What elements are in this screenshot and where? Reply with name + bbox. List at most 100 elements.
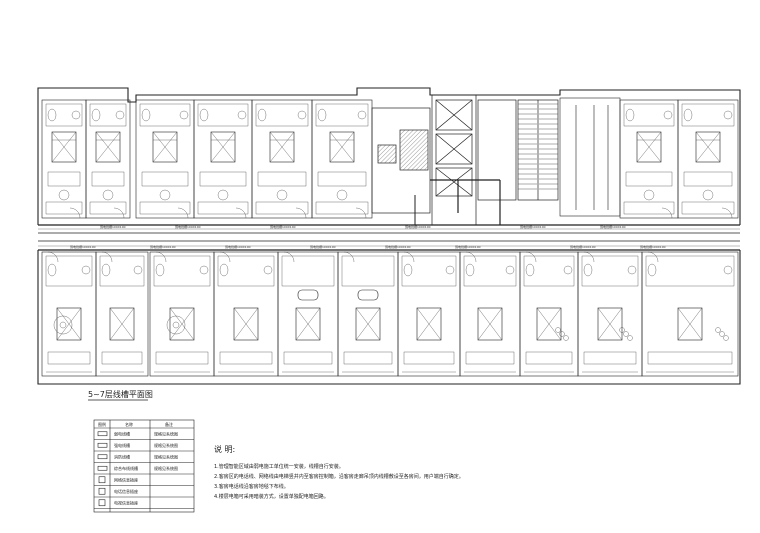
room-wall <box>519 251 579 377</box>
sofa <box>403 351 455 365</box>
basin <box>115 110 125 120</box>
bed <box>152 131 178 163</box>
toilet <box>155 263 165 277</box>
basin <box>663 110 673 120</box>
legend-name: 强电线槽 <box>114 442 130 448</box>
guest-room <box>577 251 643 377</box>
corridor-label: 弱电线槽100X100 <box>150 244 176 249</box>
bathroom <box>89 103 127 127</box>
corridor-label: 弱电线槽100X100 <box>520 224 546 229</box>
desk <box>683 171 733 187</box>
legend-name: 消防线槽 <box>114 453 130 459</box>
guest-room <box>311 99 373 219</box>
legend-name: 综合布线线槽 <box>114 465 138 471</box>
door-swing <box>721 207 733 219</box>
note-line: 1.管理智能区域由弱电施工单位统一安装，线槽自行安装。 <box>214 463 344 470</box>
bed-line <box>152 131 178 163</box>
chair <box>702 189 714 201</box>
bathtub <box>297 289 319 301</box>
bed <box>233 307 259 341</box>
chair <box>623 331 629 337</box>
sofa <box>647 351 733 365</box>
bathroom <box>581 255 639 287</box>
closet <box>623 201 675 215</box>
bathroom <box>463 255 517 287</box>
stair-treads <box>518 103 558 190</box>
bed <box>295 307 321 341</box>
guest-room <box>337 251 399 377</box>
legend-name: 网络信息插座 <box>114 476 138 482</box>
room-wall <box>577 251 643 377</box>
notes-heading: 说 明: <box>214 444 235 454</box>
sofa <box>155 351 209 365</box>
bed-line <box>636 131 662 163</box>
bathtub <box>357 289 379 301</box>
bathroom <box>681 103 735 127</box>
corridor-label: 弱电线槽100X100 <box>225 244 251 249</box>
basin <box>563 265 573 275</box>
bed <box>95 131 121 163</box>
door-swing <box>235 207 247 219</box>
guest-room <box>397 251 461 377</box>
bathroom <box>45 103 83 127</box>
building-outline <box>37 87 741 385</box>
toilet <box>683 108 693 122</box>
bed-line <box>677 307 703 341</box>
chair <box>627 335 633 341</box>
toilet <box>47 108 57 122</box>
legend-symbol <box>98 476 106 484</box>
corridor-label: 弱电线槽100X100 <box>175 224 201 229</box>
basin <box>357 110 367 120</box>
chair <box>555 327 561 333</box>
bathroom <box>217 255 275 287</box>
legend-name: 电话信息插座 <box>114 488 138 494</box>
door-swing <box>69 207 81 219</box>
toilet <box>141 108 151 122</box>
round-table <box>166 315 186 335</box>
toilet <box>257 108 267 122</box>
bed <box>416 307 442 341</box>
bed <box>109 307 135 341</box>
bathroom <box>153 255 211 287</box>
room-wall <box>149 251 215 377</box>
round-table <box>59 321 67 329</box>
bed <box>597 307 623 341</box>
basin <box>71 110 81 120</box>
closet <box>681 201 735 215</box>
chair <box>619 327 625 333</box>
note-line: 3.客房电话线沿客房地毯下布线。 <box>214 483 289 490</box>
sofa <box>583 351 637 365</box>
bed <box>695 131 721 163</box>
room-wall <box>619 99 679 219</box>
guest-room <box>251 99 313 219</box>
chair <box>715 327 721 333</box>
toilet <box>91 108 101 122</box>
guest-room <box>459 251 521 377</box>
toilet <box>317 108 327 122</box>
toilet <box>219 263 229 277</box>
bathroom <box>281 255 335 287</box>
bathroom <box>45 255 93 287</box>
bathroom <box>623 103 675 127</box>
bed-line <box>95 131 121 163</box>
room-wall <box>677 99 739 219</box>
bed <box>269 131 295 163</box>
bathroom <box>255 103 309 127</box>
door-swing <box>283 251 295 263</box>
room-wall <box>213 251 279 377</box>
legend-name: 电视信息插座 <box>114 499 138 505</box>
bed <box>56 307 82 341</box>
corridor-labels-lower: 弱电线槽100X100 弱电线槽100X100 弱电线槽100X100 弱电线槽… <box>70 244 666 249</box>
basin <box>179 110 189 120</box>
bed-line <box>109 307 135 341</box>
bed-line <box>210 131 236 163</box>
bed <box>51 131 77 163</box>
round-table <box>53 315 73 335</box>
room-wall <box>193 99 253 219</box>
shaft-area <box>559 97 621 217</box>
chair <box>276 189 288 201</box>
room-wall <box>251 99 313 219</box>
door-swing <box>219 251 231 263</box>
legend-header-name: 名称 <box>125 421 133 427</box>
